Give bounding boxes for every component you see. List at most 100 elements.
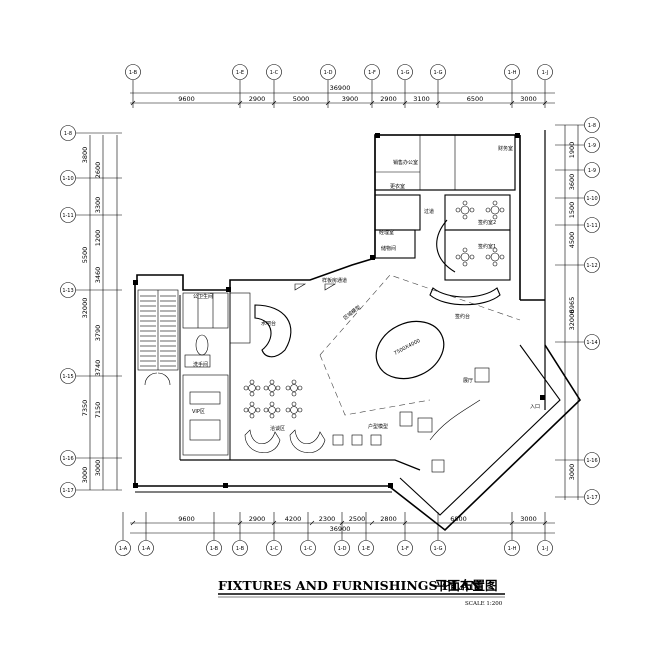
negotiation-seating bbox=[243, 200, 505, 419]
grid-bubble-top: 1-G bbox=[397, 64, 413, 80]
dimension-bottom: 2300 bbox=[319, 515, 336, 523]
signing-table-set bbox=[485, 247, 505, 267]
grid-bubble-right: 1-9 bbox=[584, 137, 600, 153]
label-hand-wash: 洗手间 bbox=[193, 361, 208, 368]
grid-bubble-bottom: 1-C bbox=[266, 540, 282, 556]
grid-bubble-top: 1-E bbox=[232, 64, 248, 80]
label-lobby: 展厅 bbox=[463, 378, 473, 384]
svg-text:1-D: 1-D bbox=[324, 70, 333, 76]
round-table-set bbox=[285, 379, 303, 397]
grid-bubble-right: 1-17 bbox=[584, 489, 600, 505]
svg-text:1-C: 1-C bbox=[270, 546, 279, 552]
grid-bubble-right: 1-9 bbox=[584, 162, 600, 178]
dimension-top: 3900 bbox=[342, 95, 359, 103]
round-table-set bbox=[243, 379, 261, 397]
reception-desk bbox=[417, 367, 490, 473]
left-grid-bubbles: 1-81-101-111-131-151-161-17 bbox=[60, 125, 122, 498]
grid-bubble-left: 1-11 bbox=[60, 207, 76, 223]
svg-text:1-G: 1-G bbox=[400, 70, 409, 76]
svg-text:1-J: 1-J bbox=[542, 70, 549, 76]
label-signing2: 签约室2 bbox=[478, 219, 496, 226]
label-signing1: 签约室1 bbox=[478, 243, 496, 250]
dimension-left-inner: 1200 bbox=[94, 230, 102, 247]
sand-table bbox=[375, 320, 445, 380]
dimension-top: 9600 bbox=[178, 95, 195, 103]
label-changing: 更衣室 bbox=[390, 183, 405, 190]
grid-bubble-top: 1-F bbox=[364, 64, 380, 80]
grid-bubble-left: 1-16 bbox=[60, 450, 76, 466]
svg-text:1-11: 1-11 bbox=[62, 213, 73, 219]
grid-bubble-right: 1-8 bbox=[584, 117, 600, 133]
dimension-left-outer: 32000 bbox=[81, 298, 89, 319]
dimension-bottom: 2800 bbox=[380, 515, 397, 523]
dimension-left-inner: 3460 bbox=[94, 267, 102, 284]
dimension-right-outer: 3000 bbox=[568, 464, 576, 481]
grid-bubble-top: 1-G bbox=[430, 64, 446, 80]
svg-text:1-C: 1-C bbox=[270, 70, 279, 76]
dimension-left-outer: 7350 bbox=[81, 400, 89, 417]
dimension-left-outer: 3800 bbox=[81, 147, 89, 164]
label-sand-table: 7500X4000 bbox=[393, 338, 421, 357]
circulation-guide bbox=[319, 274, 521, 416]
label-sign-desk: 签约台 bbox=[455, 313, 470, 320]
label-toilets: 公卫生间 bbox=[193, 293, 213, 300]
round-table-set bbox=[263, 401, 281, 419]
dimension-right-outer: 3600 bbox=[568, 174, 576, 191]
label-vip: VIP区 bbox=[192, 409, 205, 415]
dimension-left-inner: 3740 bbox=[94, 360, 102, 377]
label-manager: 经理室 bbox=[379, 229, 394, 236]
dimension-right-outer: 1900 bbox=[568, 142, 576, 159]
dimension-left-inner: 7150 bbox=[94, 402, 102, 419]
grid-bubble-bottom: 1-B bbox=[206, 540, 222, 556]
grid-bubble-left: 1-13 bbox=[60, 282, 76, 298]
grid-bubble-left: 1-17 bbox=[60, 482, 76, 498]
svg-text:1-D: 1-D bbox=[338, 546, 347, 552]
grid-bubble-top: 1-C bbox=[266, 64, 282, 80]
water-bar-counter bbox=[254, 304, 292, 358]
sign-desk-curve bbox=[429, 287, 501, 306]
grid-bubble-top: 1-H bbox=[504, 64, 520, 80]
signing-table-set bbox=[455, 247, 475, 267]
signing-table-set bbox=[455, 200, 475, 220]
dimension-top: 3100 bbox=[413, 95, 430, 103]
label-sales-office: 销售办公室 bbox=[393, 159, 418, 166]
dimension-left-inner: 3000 bbox=[94, 460, 102, 477]
svg-text:1-9: 1-9 bbox=[588, 143, 596, 149]
product-models bbox=[332, 411, 413, 446]
drawing-title-cn: 平面布置图 bbox=[435, 578, 498, 593]
left-dimension-lines bbox=[89, 135, 118, 490]
label-storage: 储物间 bbox=[381, 245, 396, 252]
svg-text:1-F: 1-F bbox=[368, 70, 376, 76]
svg-text:1-B: 1-B bbox=[236, 546, 245, 552]
grid-bubble-right: 1-10 bbox=[584, 190, 600, 206]
svg-text:1-11: 1-11 bbox=[586, 223, 597, 229]
exterior-walls bbox=[133, 130, 582, 532]
dimension-bottom: 9600 bbox=[178, 515, 195, 523]
top-dimension-lines bbox=[130, 92, 555, 106]
svg-text:1-9: 1-9 bbox=[588, 168, 596, 174]
svg-text:1-17: 1-17 bbox=[62, 488, 73, 494]
dimension-right-inner: 1500 bbox=[568, 202, 576, 219]
grid-bubble-bottom: 1-C bbox=[300, 540, 316, 556]
svg-text:1-8: 1-8 bbox=[588, 123, 596, 129]
label-product-model: 户型模型 bbox=[368, 423, 388, 430]
dimension-left-inner: 2600 bbox=[94, 162, 102, 179]
label-model-zone: 区域模型 bbox=[342, 304, 362, 322]
grid-bubble-bottom: 1-F bbox=[397, 540, 413, 556]
svg-text:1-G: 1-G bbox=[433, 70, 442, 76]
svg-text:1-E: 1-E bbox=[362, 546, 370, 552]
dimension-left-outer: 3000 bbox=[81, 467, 89, 484]
svg-text:1-16: 1-16 bbox=[586, 458, 597, 464]
grid-bubble-bottom: 1-J bbox=[537, 540, 553, 556]
label-display-passage: 样板房通道 bbox=[322, 277, 347, 284]
svg-text:1-A: 1-A bbox=[119, 546, 128, 552]
dimension-bottom: 6800 bbox=[450, 515, 467, 523]
label-corridor: 过道 bbox=[424, 208, 434, 215]
dimension-right-outer: 4500 bbox=[568, 232, 576, 249]
grid-bubble-bottom: 1-B bbox=[232, 540, 248, 556]
dimension-top: 2900 bbox=[249, 95, 266, 103]
svg-text:1-12: 1-12 bbox=[586, 263, 597, 269]
dimension-bottom: 2500 bbox=[349, 515, 366, 523]
dimension-bottom: 2900 bbox=[249, 515, 266, 523]
